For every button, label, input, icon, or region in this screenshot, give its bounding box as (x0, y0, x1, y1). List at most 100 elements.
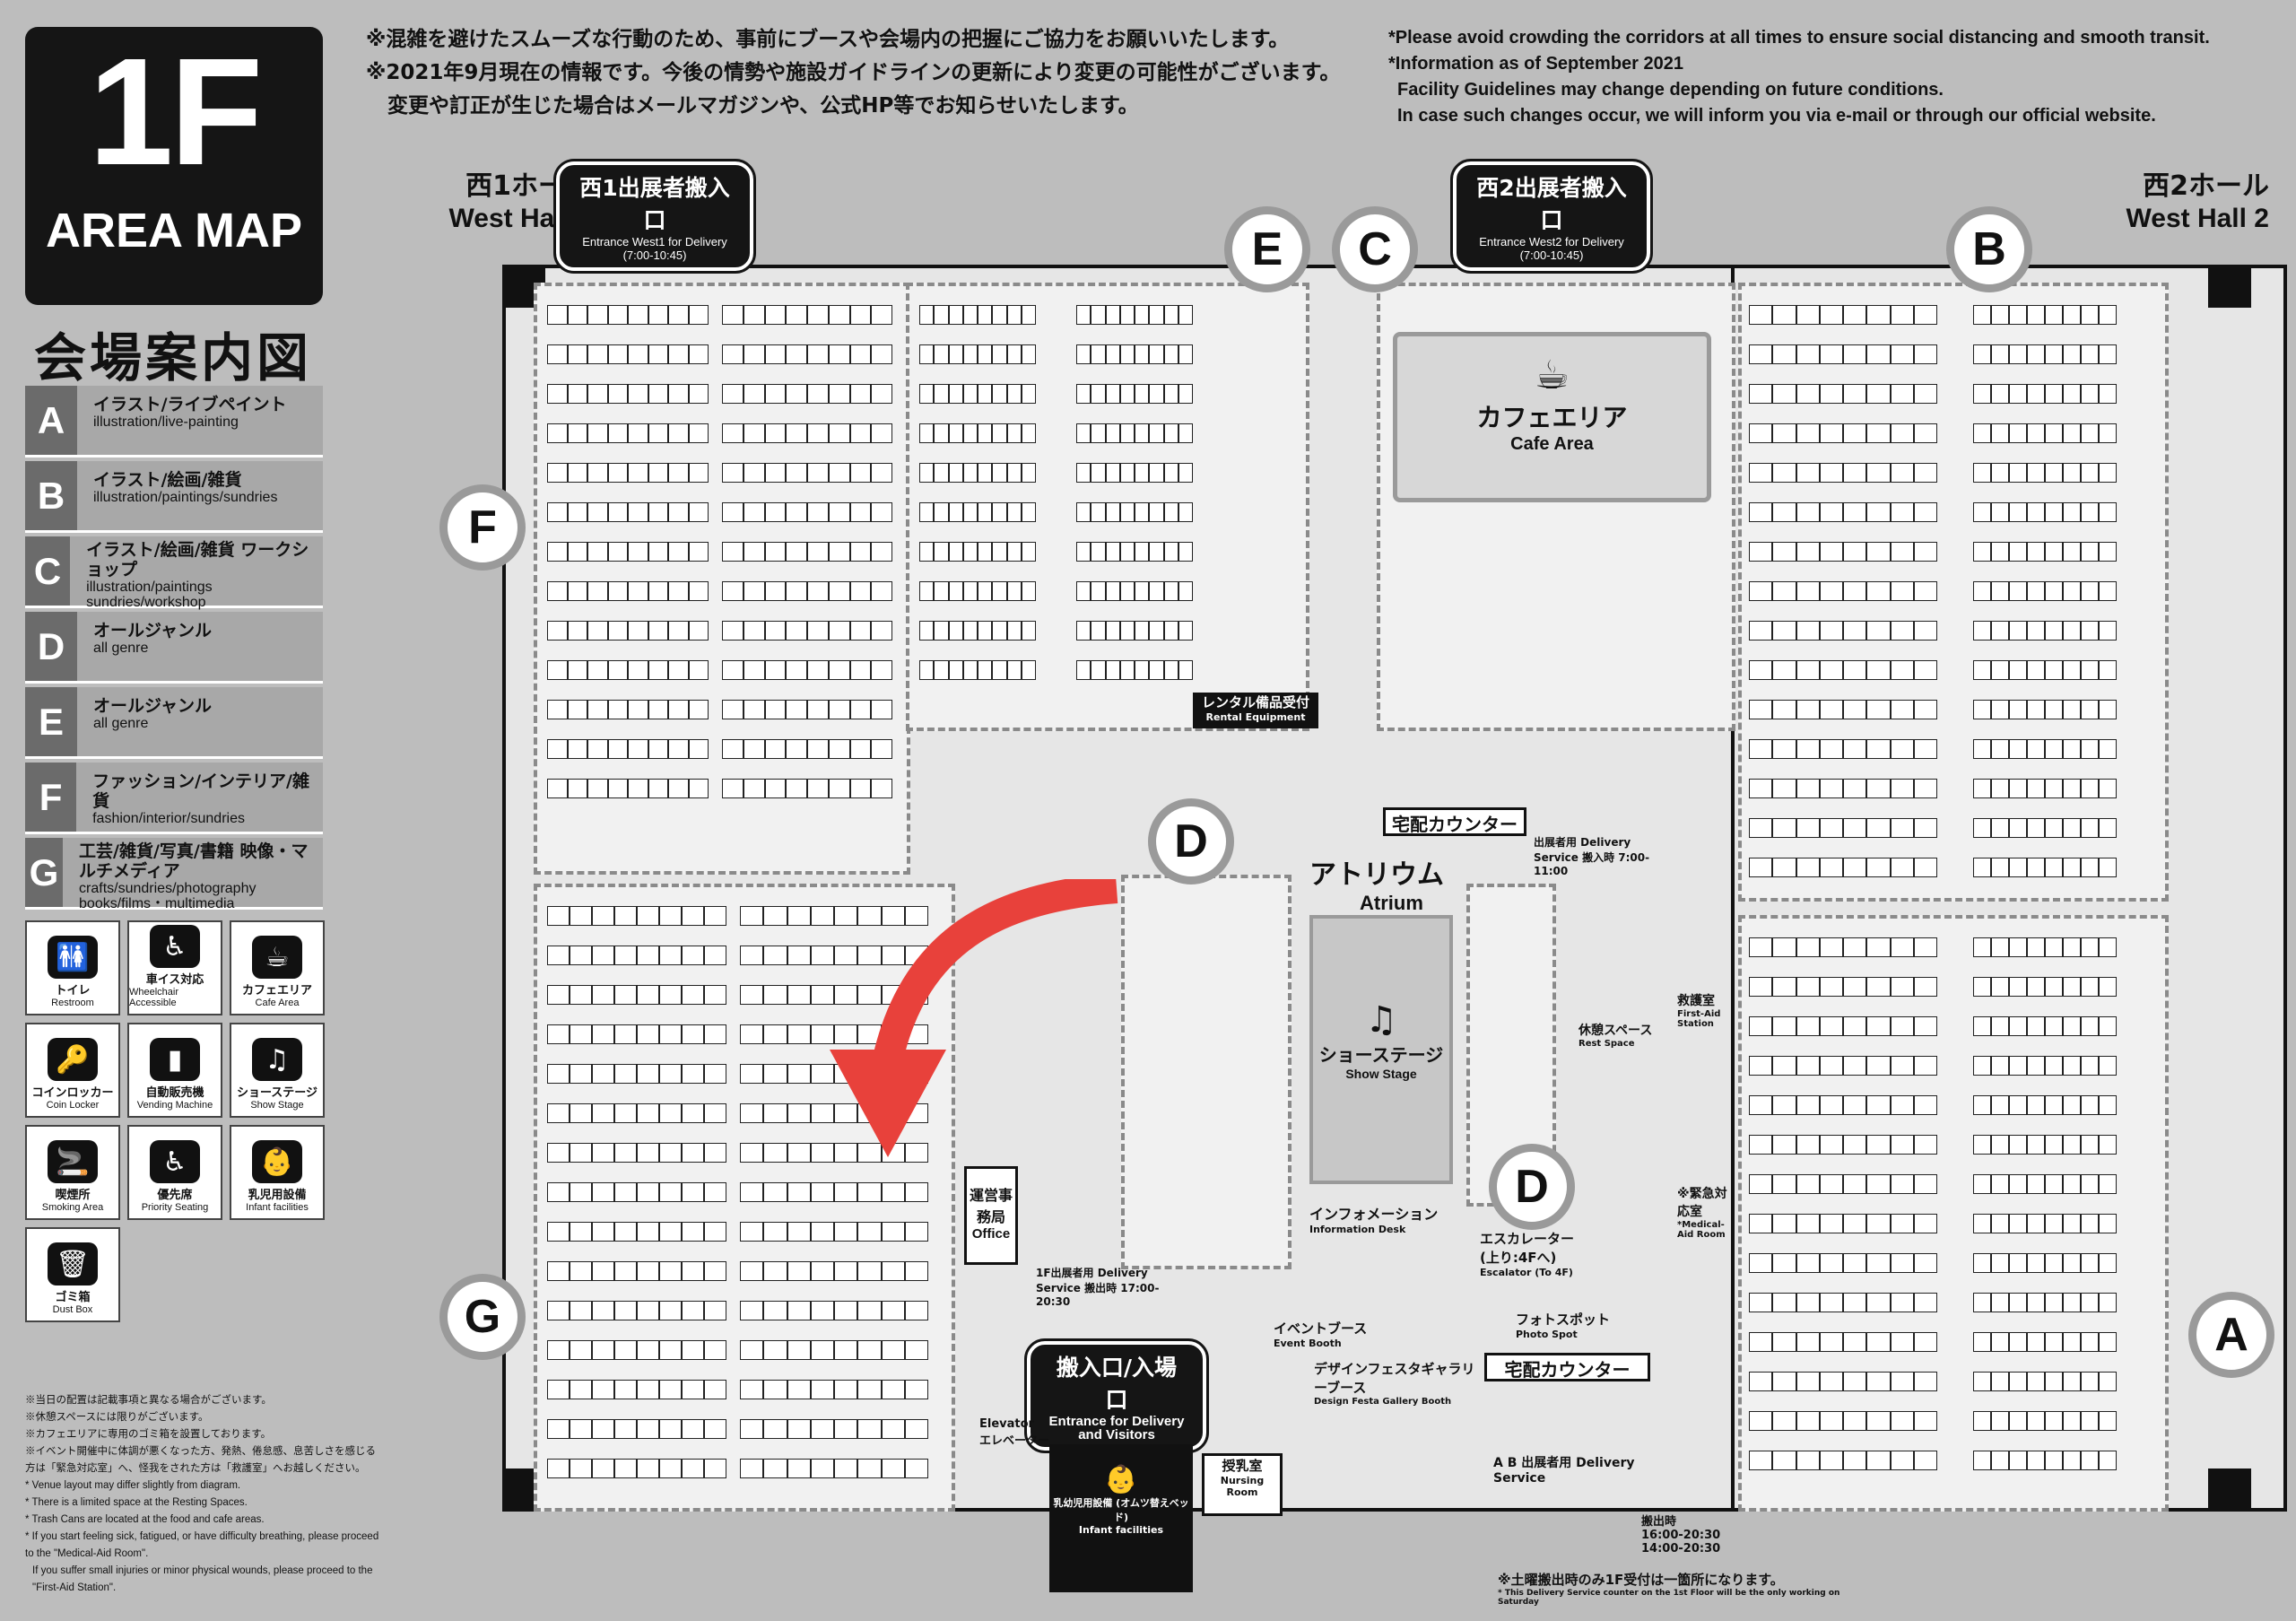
booth-cell[interactable] (764, 581, 787, 601)
booth-cell[interactable] (992, 542, 1007, 562)
booth-cell[interactable] (1796, 384, 1820, 404)
booth-cell[interactable] (763, 1143, 787, 1163)
booth-cell[interactable] (1796, 1016, 1820, 1036)
booth-cell[interactable] (810, 1182, 834, 1202)
booth-cell[interactable] (2063, 739, 2081, 759)
booth-cell[interactable] (2045, 1135, 2063, 1155)
booth-cell[interactable] (1021, 502, 1036, 522)
booth-cell[interactable] (1973, 621, 1991, 641)
booth-cell[interactable] (1772, 1095, 1796, 1115)
booth-cell[interactable] (1890, 1056, 1914, 1076)
booth-cell[interactable] (978, 542, 993, 562)
booth-cell[interactable] (1091, 621, 1106, 641)
booth-cell[interactable] (1796, 1174, 1820, 1194)
booth-cell[interactable] (764, 542, 787, 562)
booth-cell[interactable] (2009, 305, 2027, 325)
booth-cell[interactable] (628, 423, 648, 443)
booth-cell[interactable] (2009, 502, 2027, 522)
booth-cell[interactable] (992, 660, 1007, 680)
booth-cell[interactable] (1819, 384, 1843, 404)
booth-cell[interactable] (1991, 818, 2009, 838)
booth-cell[interactable] (1843, 1293, 1867, 1312)
booth-cell[interactable] (2027, 1372, 2045, 1391)
booth-cell[interactable] (1796, 344, 1820, 364)
booth-cell[interactable] (1749, 305, 1773, 325)
booth-cell[interactable] (668, 502, 689, 522)
booth-cell[interactable] (2099, 1253, 2117, 1273)
booth-cell[interactable] (1796, 660, 1820, 680)
booth-cell[interactable] (2063, 1372, 2081, 1391)
booth-cell[interactable] (807, 384, 829, 404)
booth-cell[interactable] (764, 502, 787, 522)
booth-cell[interactable] (834, 1459, 858, 1478)
booth-cell[interactable] (2045, 305, 2063, 325)
booth-cell[interactable] (2081, 1253, 2099, 1273)
booth-cell[interactable] (659, 1261, 682, 1281)
booth-cell[interactable] (1149, 660, 1164, 680)
booth-cell[interactable] (857, 946, 882, 965)
booth-cell[interactable] (587, 384, 608, 404)
booth-cell[interactable] (881, 1261, 905, 1281)
booth-cell[interactable] (1890, 1372, 1914, 1391)
booth-cell[interactable] (2099, 1095, 2117, 1115)
booth-cell[interactable] (1991, 739, 2009, 759)
booth-cell[interactable] (919, 344, 935, 364)
booth-cell[interactable] (810, 1064, 834, 1084)
booth-cell[interactable] (1163, 581, 1178, 601)
booth-cell[interactable] (2009, 581, 2027, 601)
booth-cell[interactable] (786, 502, 807, 522)
booth-cell[interactable] (2099, 1135, 2117, 1155)
booth-cell[interactable] (722, 621, 744, 641)
booth-cell[interactable] (1890, 1095, 1914, 1115)
booth-cell[interactable] (614, 1064, 637, 1084)
booth-cell[interactable] (1772, 1214, 1796, 1233)
booth-cell[interactable] (810, 946, 834, 965)
booth-cell[interactable] (1913, 384, 1937, 404)
booth-cell[interactable] (1149, 344, 1164, 364)
booth-cell[interactable] (1913, 502, 1937, 522)
booth-cell[interactable] (1163, 542, 1178, 562)
booth-cell[interactable] (1796, 1332, 1820, 1352)
booth-cell[interactable] (1843, 581, 1867, 601)
booth-cell[interactable] (2045, 1095, 2063, 1115)
booth-cell[interactable] (1890, 1016, 1914, 1036)
booth-cell[interactable] (1163, 621, 1178, 641)
booth-cell[interactable] (648, 739, 668, 759)
booth-cell[interactable] (849, 581, 872, 601)
booth-cell[interactable] (1749, 463, 1773, 483)
booth-cell[interactable] (1866, 779, 1891, 798)
booth-cell[interactable] (1890, 1135, 1914, 1155)
booth-cell[interactable] (1913, 1135, 1937, 1155)
booth-cell[interactable] (682, 946, 704, 965)
booth-cell[interactable] (570, 946, 592, 965)
booth-cell[interactable] (919, 384, 935, 404)
booth-cell[interactable] (904, 1301, 928, 1320)
booth-cell[interactable] (1796, 1253, 1820, 1273)
booth-cell[interactable] (786, 660, 807, 680)
booth-cell[interactable] (2045, 463, 2063, 483)
booth-cell[interactable] (904, 1459, 928, 1478)
booth-cell[interactable] (1006, 502, 1022, 522)
booth-cell[interactable] (919, 305, 935, 325)
booth-cell[interactable] (1843, 977, 1867, 997)
booth-cell[interactable] (978, 660, 993, 680)
booth-cell[interactable] (570, 1143, 592, 1163)
booth-cell[interactable] (1749, 1411, 1773, 1431)
booth-cell[interactable] (2027, 344, 2045, 364)
booth-cell[interactable] (637, 1103, 659, 1123)
booth-cell[interactable] (1749, 700, 1773, 719)
booth-cell[interactable] (1890, 384, 1914, 404)
booth-cell[interactable] (637, 906, 659, 926)
booth-cell[interactable] (2063, 1293, 2081, 1312)
booth-cell[interactable] (2009, 463, 2027, 483)
booth-cell[interactable] (786, 621, 807, 641)
booth-cell[interactable] (1021, 305, 1036, 325)
booth-cell[interactable] (614, 1182, 637, 1202)
booth-cell[interactable] (1749, 423, 1773, 443)
booth-cell[interactable] (1973, 700, 1991, 719)
booth-cell[interactable] (787, 1103, 811, 1123)
booth-cell[interactable] (628, 305, 648, 325)
booth-cell[interactable] (1796, 977, 1820, 997)
booth-cell[interactable] (659, 1301, 682, 1320)
booth-cell[interactable] (1973, 502, 1991, 522)
